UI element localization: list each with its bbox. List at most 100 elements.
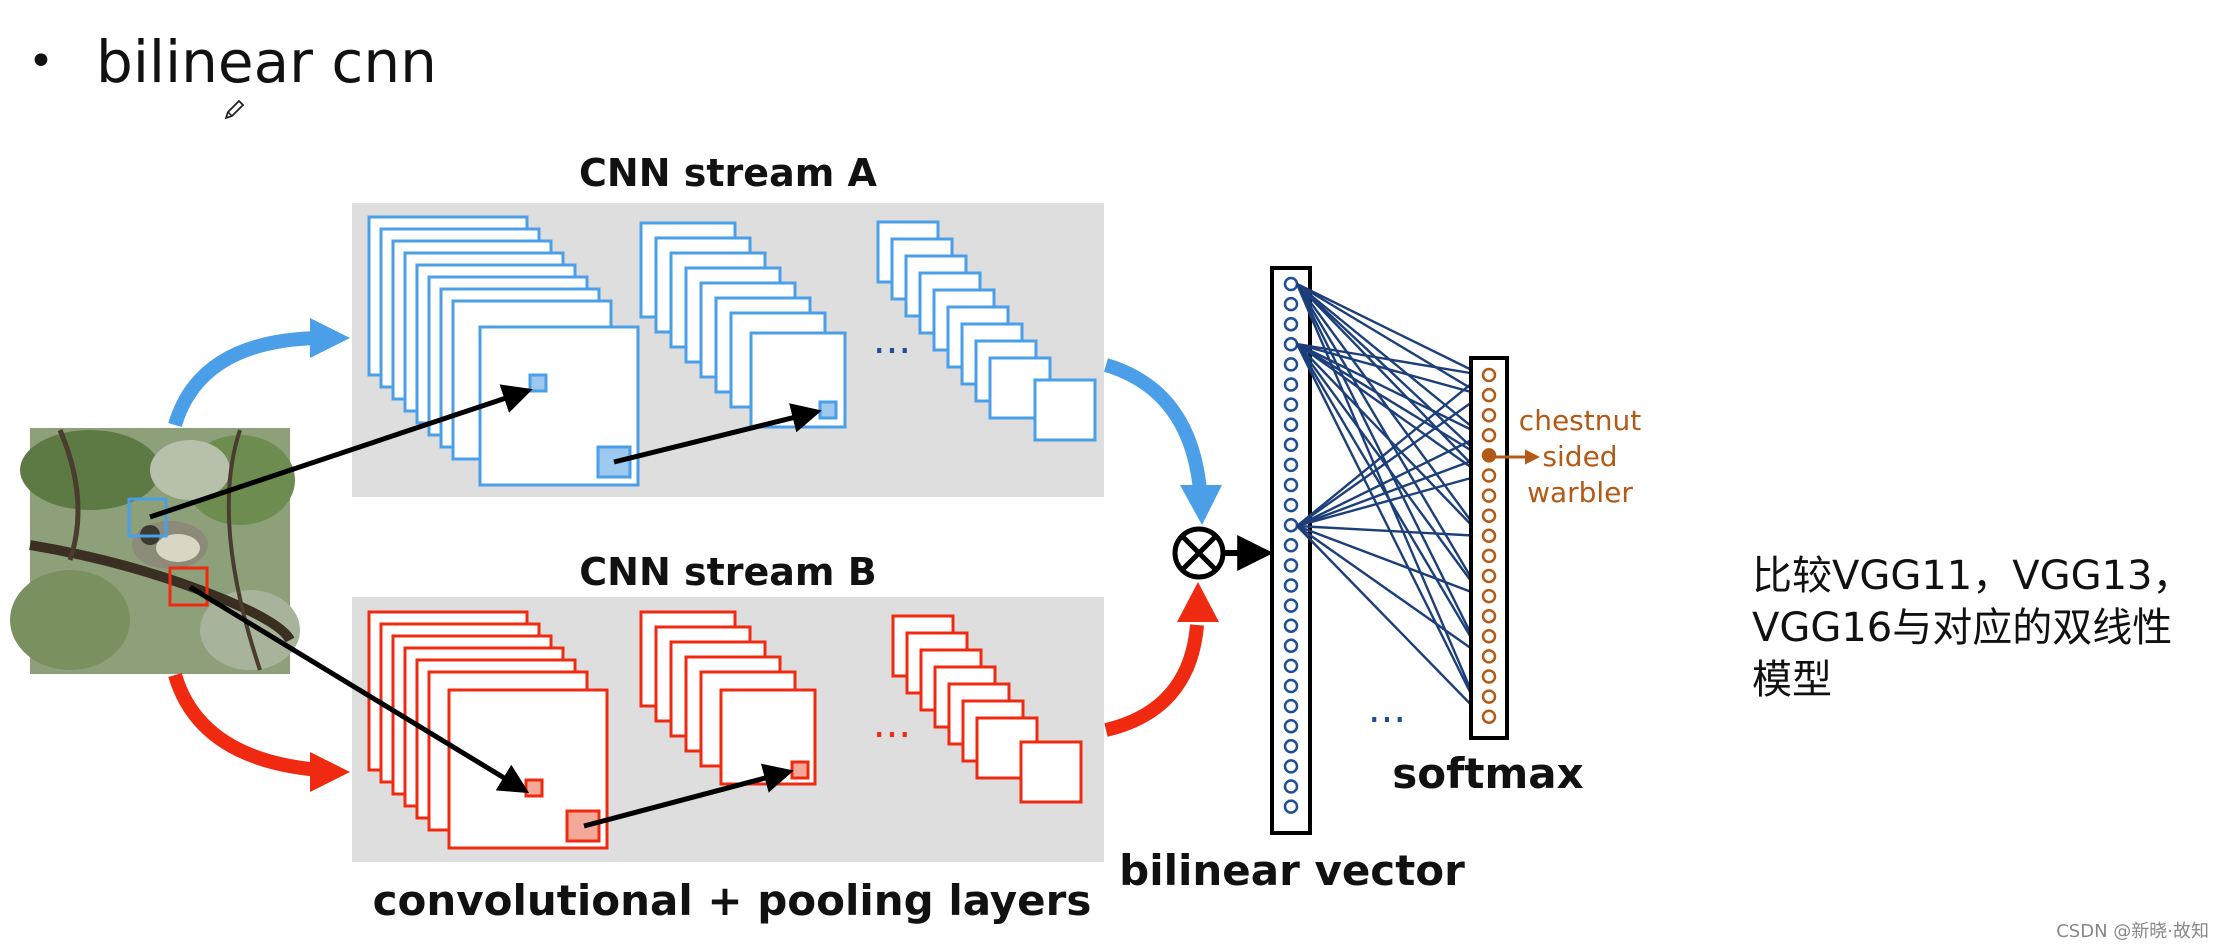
stream-a-label: CNN stream A — [579, 151, 877, 195]
arrow-b1 — [188, 584, 530, 794]
vector-node — [1283, 779, 1299, 794]
watermark: CSDN @新晓·故知 — [2056, 921, 2209, 942]
connection-line — [1296, 283, 1483, 476]
stream-b-patch-2 — [565, 809, 601, 843]
output-class-line-3: warbler — [1527, 476, 1633, 509]
connection-line — [1296, 342, 1483, 377]
vector-node — [1283, 517, 1299, 533]
vector-node — [1283, 397, 1299, 412]
arrow-b2 — [583, 763, 794, 829]
softmax-node — [1481, 508, 1497, 523]
image-patch-a — [127, 497, 168, 538]
vector-node — [1283, 799, 1299, 814]
pencil-icon — [224, 99, 245, 120]
connection-line — [1296, 524, 1483, 538]
softmax-node — [1481, 568, 1497, 584]
title-text: bilinear cnn — [96, 28, 437, 96]
connection-line — [1296, 342, 1483, 437]
vector-ellipsis: ... — [1368, 686, 1406, 732]
outer-product-cross-2 — [1181, 535, 1217, 571]
softmax-node — [1481, 548, 1497, 564]
stream-a-ellipsis: ... — [873, 317, 911, 363]
connection-line — [1296, 343, 1483, 597]
stream-b-stack-2 — [639, 610, 817, 786]
connection-line — [1296, 282, 1483, 397]
softmax-node — [1481, 649, 1497, 664]
softmax-node — [1481, 528, 1497, 544]
softmax-label: softmax — [1392, 749, 1583, 798]
softmax-node — [1481, 608, 1497, 624]
output-class-line-1: chestnut — [1519, 404, 1641, 437]
vector-node — [1283, 759, 1299, 774]
vector-node — [1283, 377, 1299, 392]
arrow-a2 — [613, 403, 822, 465]
curve-b-to-product — [1104, 624, 1204, 737]
connection-line — [1296, 342, 1483, 459]
connection-line — [1296, 343, 1483, 537]
connection-line — [1296, 394, 1483, 527]
softmax-node — [1481, 448, 1497, 463]
output-class-line-2: sided — [1542, 440, 1617, 473]
stream-a-stack-1 — [367, 215, 640, 487]
vector-node — [1283, 477, 1299, 493]
stream-a-stack-2 — [639, 221, 847, 429]
curve-to-stream-b — [168, 672, 321, 777]
softmax-node — [1481, 709, 1497, 724]
softmax-node — [1481, 669, 1497, 684]
softmax-node — [1481, 629, 1497, 644]
slide-title: • bilinear cnn — [28, 22, 437, 102]
softmax-node — [1481, 588, 1497, 604]
connection-line — [1296, 524, 1483, 598]
bilinear-vector-nodes — [1283, 276, 1299, 814]
vector-node — [1283, 437, 1299, 453]
image-patch-b — [168, 566, 209, 607]
softmax-node — [1481, 367, 1497, 383]
arrow-a1 — [149, 384, 533, 520]
vector-node — [1283, 457, 1299, 473]
softmax-node — [1481, 407, 1497, 423]
bird-photo — [10, 428, 300, 674]
curve-to-stream-a-head — [310, 318, 350, 358]
vector-node — [1283, 276, 1299, 292]
bilinear-vector-label: bilinear vector — [1119, 846, 1465, 895]
stream-b-patch-3 — [790, 760, 810, 780]
vector-node — [1283, 558, 1299, 573]
softmax-node — [1481, 488, 1497, 503]
fully-connected-lines — [1295, 282, 1484, 717]
curve-b-to-product-head — [1177, 582, 1219, 622]
softmax-node — [1481, 387, 1497, 403]
vector-node — [1283, 739, 1299, 754]
connection-line — [1296, 525, 1483, 657]
vector-node — [1283, 698, 1299, 714]
stream-b-label: CNN stream B — [579, 550, 876, 594]
softmax-nodes — [1481, 367, 1497, 724]
vector-node — [1283, 718, 1299, 734]
vector-node — [1283, 337, 1299, 352]
vector-node — [1283, 658, 1299, 674]
title-bullet: • — [28, 36, 54, 87]
vector-node — [1283, 497, 1299, 513]
connection-line — [1296, 342, 1483, 397]
connection-line — [1296, 455, 1483, 528]
vector-node — [1283, 316, 1299, 332]
curve-a-to-product — [1103, 358, 1207, 491]
curve-to-stream-a — [168, 331, 321, 428]
vector-node — [1283, 618, 1299, 633]
vector-node — [1283, 578, 1299, 593]
connection-line — [1296, 433, 1483, 528]
connection-line — [1296, 282, 1483, 377]
connection-line — [1296, 473, 1483, 528]
softmax-node — [1481, 468, 1497, 483]
vector-node — [1283, 638, 1299, 654]
stream-b-patch-1 — [524, 778, 544, 798]
stream-a-stack-3 — [876, 220, 1097, 442]
softmax-node — [1481, 428, 1497, 443]
curve-to-stream-b-head — [310, 752, 350, 792]
connection-line — [1296, 374, 1483, 527]
connection-line — [1296, 343, 1483, 476]
stream-a-patch-3 — [818, 400, 838, 420]
layers-label: convolutional + pooling layers — [373, 876, 1092, 925]
vector-node — [1283, 598, 1299, 613]
vector-node — [1283, 678, 1299, 694]
